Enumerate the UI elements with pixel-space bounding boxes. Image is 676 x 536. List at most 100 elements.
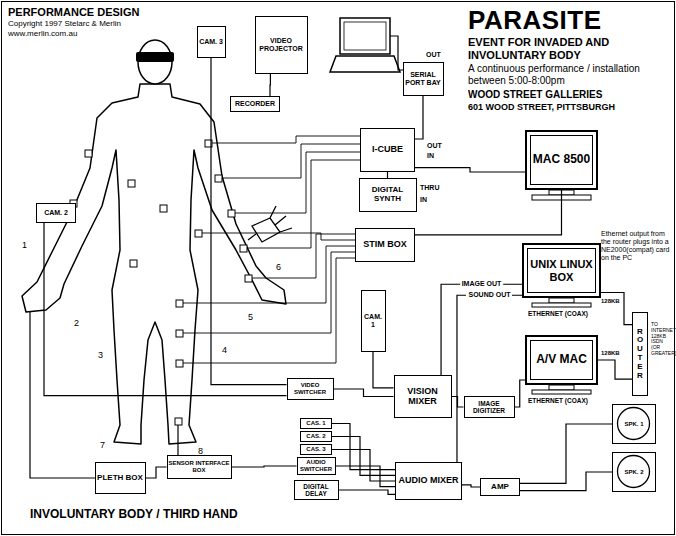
device-box: AUDIO MIXER	[395, 462, 462, 500]
signal-cable	[44, 223, 287, 396]
device-label: CAS. 2	[306, 433, 325, 440]
port-label: OUT	[427, 142, 442, 150]
electrode-pad	[215, 175, 222, 182]
device-box: AMP	[480, 478, 520, 496]
port-label: OUT	[426, 51, 441, 59]
device-box: PLETH BOX	[95, 462, 146, 494]
venue-address: 601 WOOD STREET, PITTSBURGH	[468, 102, 615, 112]
laptop-screen	[340, 18, 390, 54]
device-label: CAM. 3	[199, 38, 223, 46]
speaker-box: SPK. 1	[612, 404, 656, 444]
bandwidth-label: 128KB	[601, 298, 620, 305]
device-label: AUDIO SWITCHER	[298, 459, 335, 472]
cable-label: ETHERNET (COAX)	[528, 397, 588, 404]
signal-cable	[146, 467, 167, 478]
signal-cable	[336, 466, 396, 487]
device-label: AMP	[491, 483, 509, 492]
electrode-wire	[182, 258, 355, 363]
laptop-screen-inner	[344, 22, 386, 50]
event-note: A continuous performance / installation …	[468, 63, 643, 86]
signal-cable	[520, 424, 612, 483]
callout-number: 6	[276, 262, 281, 272]
electrode-pad	[176, 360, 183, 367]
device-label: SERIAL PORT BAY	[404, 71, 443, 86]
electrode-wire	[251, 234, 355, 278]
electrode-wire	[246, 160, 360, 248]
speaker-circle	[618, 456, 650, 488]
callout-number: 8	[198, 446, 203, 456]
electrode-wire	[182, 246, 355, 303]
electrode-pad	[195, 230, 202, 237]
bandwidth-label: 128KB	[601, 350, 620, 357]
device-label: AUDIO MIXER	[398, 476, 458, 486]
cable-label: ETHERNET (COAX)	[528, 310, 588, 317]
signal-cable	[339, 490, 396, 494]
device-label: DIGITAL DELAY	[295, 483, 338, 497]
signal-cable	[334, 389, 394, 397]
monitor-base	[532, 390, 591, 394]
internet-note: TO INTERNET 128KB ISDN (OR GREATER)	[651, 322, 673, 357]
monitor-base	[532, 303, 591, 307]
electrode-wire	[234, 152, 360, 213]
signal-label: SOUND OUT	[466, 291, 512, 299]
laptop-keyboard	[330, 56, 400, 72]
device-box: CAM. 3	[197, 26, 226, 58]
speaker-circle	[618, 408, 650, 440]
vision-goggles	[136, 52, 174, 62]
monitor-stand	[549, 298, 574, 303]
electrode-group	[70, 136, 360, 367]
device-label: CAS. 1	[306, 420, 325, 427]
electrode-wire	[221, 144, 360, 178]
device-box: CAS. 2	[300, 431, 332, 443]
device-box: CAM. 2	[36, 203, 76, 223]
device-label: VIDEO SWITCHER	[288, 382, 333, 395]
device-label: IMAGE DIGITIZER	[465, 400, 514, 414]
device-box: CAS. 1	[300, 418, 332, 430]
sensor-wire	[177, 425, 178, 455]
device-label: MAC 8500	[533, 153, 590, 166]
third-hand	[252, 206, 292, 242]
computer-monitor: UNIX LINUX BOX	[522, 243, 601, 298]
venue-name: WOOD STREET GALLERIES	[468, 89, 602, 101]
signal-cable	[332, 450, 395, 482]
device-box: DIGITAL DELAY	[294, 480, 339, 500]
signal-cable	[520, 472, 612, 491]
diagram-caption: INVOLUNTARY BODY / THIRD HAND	[30, 508, 238, 522]
signal-cable	[232, 466, 297, 467]
callout-number: 2	[74, 318, 79, 328]
body-figure	[22, 84, 286, 444]
computer-monitor: MAC 8500	[525, 130, 598, 190]
device-label: ROUTER	[636, 328, 644, 381]
device-label: CAM. 1	[362, 313, 385, 328]
device-box: DIGITAL SYNTH	[359, 178, 417, 212]
electrode-pad	[245, 275, 252, 282]
electrode-pad	[128, 180, 135, 187]
device-box: AUDIO SWITCHER	[297, 457, 336, 475]
speaker-box: SPK. 2	[612, 452, 656, 492]
callout-number: 1	[22, 240, 27, 250]
device-box: SERIAL PORT BAY	[403, 62, 444, 96]
monitor-stand	[549, 385, 574, 390]
electrode-pad	[228, 210, 235, 217]
signal-cable	[373, 352, 394, 388]
device-label: VIDEO PROJECTOR	[256, 37, 307, 52]
signal-cable	[515, 380, 526, 407]
electrode-wire	[182, 252, 355, 333]
electrode-pad	[85, 150, 92, 157]
device-label: PLETH BOX	[97, 474, 143, 483]
signal-cable	[415, 96, 423, 139]
diagram-title: PARASITE	[468, 6, 602, 36]
device-label: DIGITAL SYNTH	[360, 186, 416, 204]
callout-number: 7	[100, 440, 105, 450]
signal-cable	[457, 295, 522, 462]
electrode-wire	[201, 233, 355, 240]
computer-monitor: A/V MAC	[525, 335, 598, 385]
third-hand-mount	[248, 234, 256, 240]
router-box: ROUTER	[632, 312, 648, 396]
signal-cable	[415, 190, 562, 235]
network-note: Ethernet output from the router plugs in…	[601, 230, 671, 262]
device-label: SPK. 2	[624, 469, 643, 476]
device-label: A/V MAC	[536, 353, 587, 366]
device-label: RECORDER	[235, 100, 275, 108]
